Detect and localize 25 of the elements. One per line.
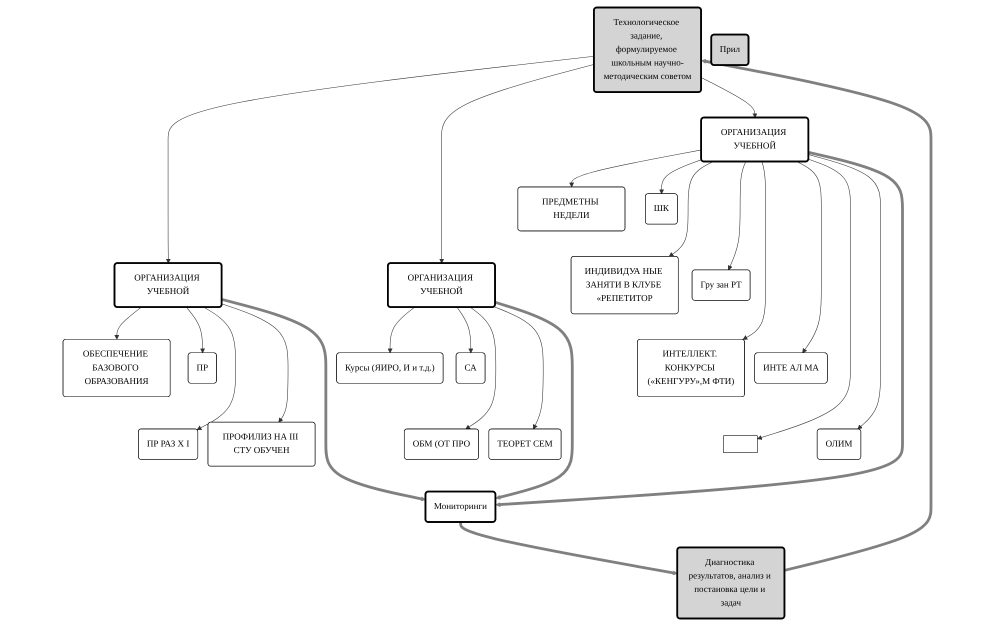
arrow [456, 307, 474, 354]
arrow [388, 307, 415, 354]
arrow [459, 522, 678, 576]
arrow [494, 306, 544, 430]
arrow [196, 307, 236, 430]
arrow [668, 162, 714, 257]
arrow [701, 58, 932, 572]
arrow [701, 77, 758, 118]
arrow [186, 307, 206, 354]
arrow [439, 64, 594, 264]
arrow [494, 301, 574, 500]
arrow [495, 151, 904, 508]
arrow [222, 304, 288, 423]
arrow [659, 159, 702, 194]
arrow [569, 150, 702, 188]
arrow [742, 162, 766, 340]
arrow [728, 162, 746, 270]
arrow [114, 307, 142, 340]
arrow [808, 154, 881, 430]
arrow [166, 56, 594, 264]
arrow [796, 162, 822, 354]
arrow [222, 298, 426, 502]
arrow [757, 158, 851, 440]
arrow [465, 307, 496, 430]
node-box [723, 435, 758, 453]
